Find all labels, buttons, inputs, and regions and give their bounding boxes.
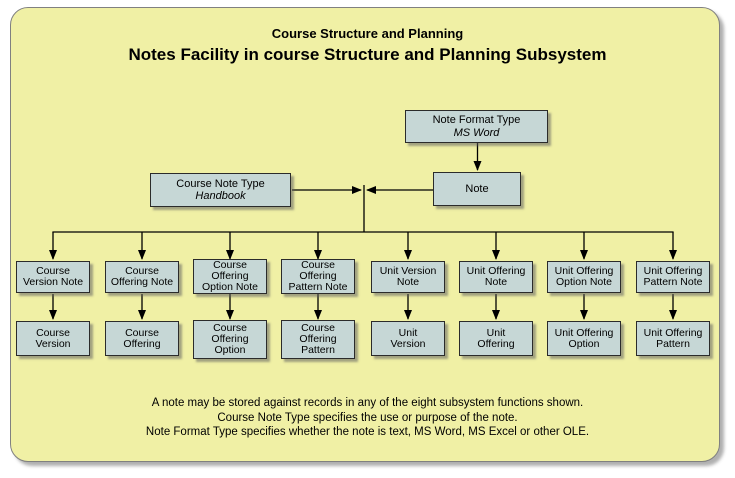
box-course-offering-option: Course Offering Option: [193, 320, 267, 359]
box-course-note-type: Course Note Type Handbook: [150, 173, 291, 207]
diagram-suptitle: Course Structure and Planning: [271, 26, 464, 41]
box-course-offering-pattern-note: Course Offering Pattern Note: [281, 259, 355, 294]
box-label: Course Offering Option Note: [201, 259, 259, 293]
box-label: Course Version Note: [22, 265, 84, 288]
box-course-version: Course Version: [16, 321, 90, 356]
footnotes: A note may be stored against records in …: [0, 396, 735, 440]
footnote-line-2: Course Note Type specifies the use or pu…: [217, 411, 518, 424]
diagram-panel: [10, 7, 720, 462]
box-unit-version: Unit Version: [371, 321, 445, 356]
box-note-label: Note: [465, 182, 489, 195]
box-course-offering-pattern: Course Offering Pattern: [281, 320, 355, 359]
box-label: Course Version: [35, 326, 71, 350]
box-note: Note: [433, 172, 521, 206]
box-note-format-type-label: Note Format Type: [432, 114, 521, 126]
box-course-offering-option-note: Course Offering Option Note: [193, 259, 267, 294]
box-label: Unit Version Note: [379, 265, 437, 288]
box-course-note-type-label: Course Note Type: [176, 177, 265, 190]
box-note-format-type-value: MS Word: [453, 126, 500, 139]
box-unit-offering-pattern-note: Unit Offering Pattern Note: [636, 261, 710, 293]
box-unit-offering-option: Unit Offering Option: [547, 321, 621, 356]
footnote-line-1: A note may be stored against records in …: [151, 397, 584, 409]
box-note-format-type: Note Format Type MS Word: [405, 110, 548, 143]
box-label: Unit Offering Pattern: [643, 326, 703, 350]
box-label: Unit Offering Pattern Note: [643, 265, 703, 288]
box-label: Unit Offering Option Note: [554, 265, 614, 288]
box-label: Unit Offering Option: [554, 326, 614, 350]
box-unit-offering-note: Unit Offering Note: [459, 261, 533, 293]
box-label: Course Offering Pattern: [299, 322, 337, 356]
diagram-title: Notes Facility in course Structure and P…: [128, 45, 607, 64]
box-label: Course Offering Pattern Note: [288, 259, 348, 293]
box-course-offering-note: Course Offering Note: [105, 261, 179, 293]
box-label: Course Offering: [123, 326, 161, 350]
box-label: Course Offering Note: [110, 265, 174, 288]
box-course-offering: Course Offering: [105, 321, 179, 356]
box-label: Course Offering Option: [211, 322, 249, 356]
box-unit-offering-pattern: Unit Offering Pattern: [636, 321, 710, 356]
box-unit-version-note: Unit Version Note: [371, 261, 445, 293]
box-course-version-note: Course Version Note: [16, 261, 90, 293]
box-unit-offering-option-note: Unit Offering Option Note: [547, 261, 621, 293]
box-course-note-type-value: Handbook: [195, 190, 246, 202]
box-label: Unit Offering Note: [466, 265, 526, 288]
box-label: Unit Version: [390, 326, 426, 350]
footnote-line-3: Note Format Type specifies whether the n…: [145, 426, 590, 438]
box-label: Unit Offering: [477, 326, 515, 350]
box-unit-offering: Unit Offering: [459, 321, 533, 356]
